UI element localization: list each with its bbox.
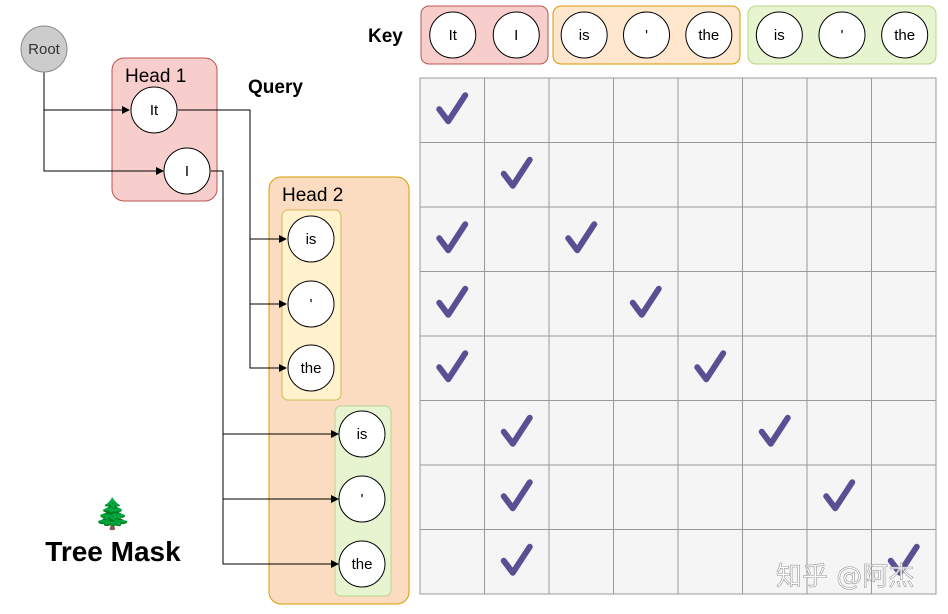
tree-mask-title: Tree Mask: [45, 536, 181, 567]
check-icon: [629, 285, 662, 318]
key-token-label: is: [774, 27, 785, 44]
key-token-label: the: [894, 27, 915, 44]
key-token-node: is: [560, 11, 608, 59]
check-icon: [500, 543, 533, 576]
key-token-label: I: [514, 27, 518, 44]
key-token-label: the: [698, 27, 719, 44]
key-token-node: It: [429, 11, 477, 59]
edge-i-is: [211, 170, 339, 438]
svg-text:is: is: [306, 231, 317, 248]
check-icon: [823, 479, 856, 512]
svg-text:is: is: [357, 426, 368, 443]
svg-text:': ': [361, 491, 364, 508]
check-icon: [694, 350, 727, 383]
watermark: 知乎 @阿杰: [776, 562, 914, 592]
edge-it-is: [178, 109, 287, 243]
svg-text:the: the: [301, 360, 322, 377]
branch2-node-apostrophe: ': [338, 475, 386, 523]
branch2-node-is: is: [338, 410, 386, 458]
check-icon: [758, 414, 791, 447]
check-icon: [436, 285, 469, 318]
check-icon: [436, 92, 469, 125]
mask-grid: [419, 77, 937, 595]
head1-node-it: It: [130, 86, 178, 134]
head2-label: Head 2: [282, 185, 343, 206]
root-node: [20, 25, 68, 73]
key-token-node: ': [623, 11, 670, 59]
svg-text:It: It: [150, 102, 159, 119]
check-icon: [887, 543, 920, 576]
edge-i-the: [222, 499, 339, 568]
svg-text:': ': [310, 296, 313, 313]
key-token-label: It: [449, 27, 458, 44]
key-token-node: the: [685, 11, 733, 59]
tree-edges: [43, 72, 339, 568]
head1-label: Head 1: [125, 66, 186, 87]
key-token-node: the: [881, 11, 929, 59]
key-token-label: ': [841, 27, 844, 44]
edge-root-i: [43, 72, 164, 175]
check-icon: [436, 350, 469, 383]
branch1-node-is: is: [287, 215, 335, 263]
edge-it-the: [249, 304, 287, 372]
svg-text:I: I: [185, 163, 189, 180]
key-token-node: is: [755, 11, 803, 59]
key-token-label: is: [579, 27, 590, 44]
root-label: Root: [28, 41, 61, 58]
head1-node-i: I: [163, 147, 211, 195]
key-token-label: ': [645, 27, 648, 44]
key-token-node: I: [492, 11, 540, 59]
check-icon: [565, 221, 598, 254]
tree-icon: 🌲: [94, 496, 131, 531]
branch2-node-the: the: [338, 540, 386, 588]
query-label: Query: [248, 77, 303, 98]
key-label: Key: [368, 26, 403, 47]
check-icon: [436, 221, 469, 254]
branch1-node-apostrophe: ': [287, 280, 335, 328]
check-icon: [500, 479, 533, 512]
branch1-node-the: the: [287, 344, 335, 392]
key-token-node: ': [818, 11, 866, 59]
svg-text:the: the: [352, 556, 373, 573]
check-icon: [500, 156, 533, 189]
check-icon: [500, 414, 533, 447]
